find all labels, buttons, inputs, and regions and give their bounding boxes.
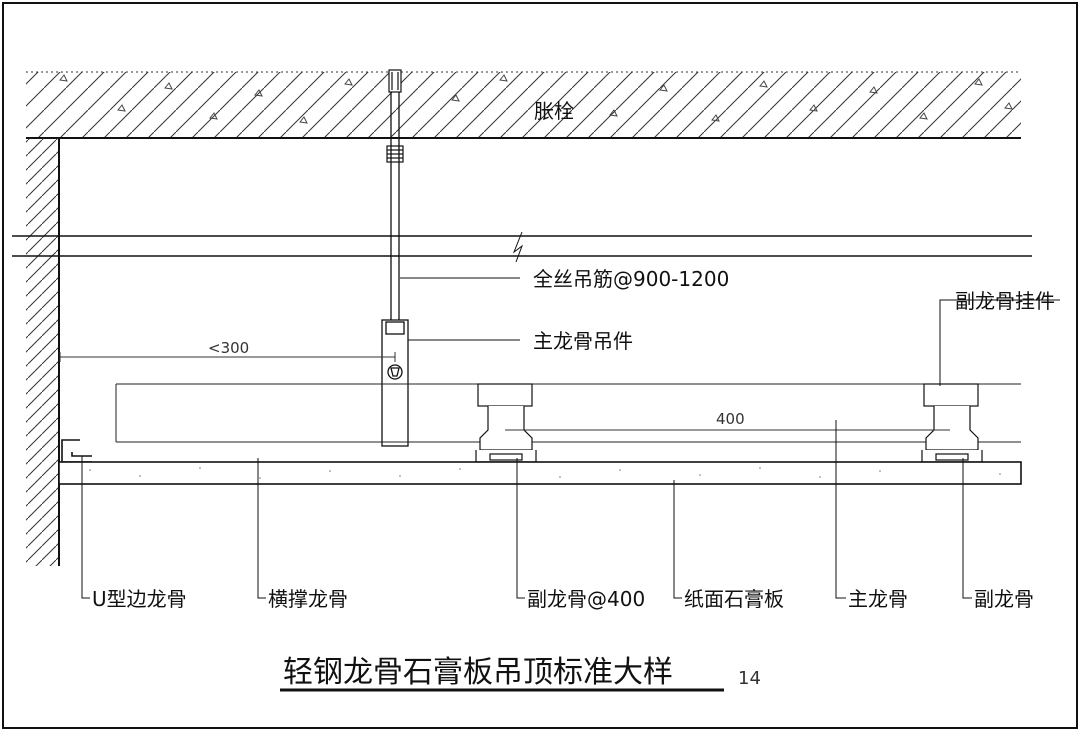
label-sub-keel-clip: 副龙骨挂件 bbox=[955, 289, 1055, 313]
sub-keel-clip-2 bbox=[921, 383, 983, 463]
label-cross-brace-keel: 横撑龙骨 bbox=[268, 587, 348, 611]
sub-keel-clip-1 bbox=[475, 383, 537, 463]
label-gypsum-board: 纸面石膏板 bbox=[684, 587, 784, 611]
label-u-edge-keel: U型边龙骨 bbox=[92, 587, 187, 611]
label-expansion-bolt: 胀栓 bbox=[534, 99, 574, 123]
break-line bbox=[12, 231, 1032, 263]
label-main-keel: 主龙骨 bbox=[848, 587, 908, 611]
drawing-title: 轻钢龙骨石膏板吊顶标准大样 bbox=[283, 655, 673, 690]
gypsum-board bbox=[58, 461, 1022, 485]
edge-dimension bbox=[59, 352, 396, 362]
u-edge-keel bbox=[61, 439, 92, 463]
label-sub-keel-spacing: 副龙骨@400 bbox=[527, 587, 645, 611]
sub-spacing-text: 400 bbox=[716, 410, 745, 428]
main-keel-channel bbox=[115, 383, 1021, 443]
label-sub-keel: 副龙骨 bbox=[974, 587, 1034, 611]
label-main-keel-hanger: 主龙骨吊件 bbox=[533, 329, 633, 353]
hanger-rod bbox=[390, 92, 400, 320]
side-wall bbox=[26, 138, 60, 566]
edge-dimension-text: <300 bbox=[208, 339, 249, 357]
concrete-slab bbox=[26, 71, 1021, 139]
drawing-number: 14 bbox=[738, 668, 761, 689]
label-hanger-rod: 全丝吊筋@900-1200 bbox=[533, 267, 729, 291]
leader-lines bbox=[81, 277, 1060, 599]
main-keel-hanger bbox=[381, 319, 409, 447]
